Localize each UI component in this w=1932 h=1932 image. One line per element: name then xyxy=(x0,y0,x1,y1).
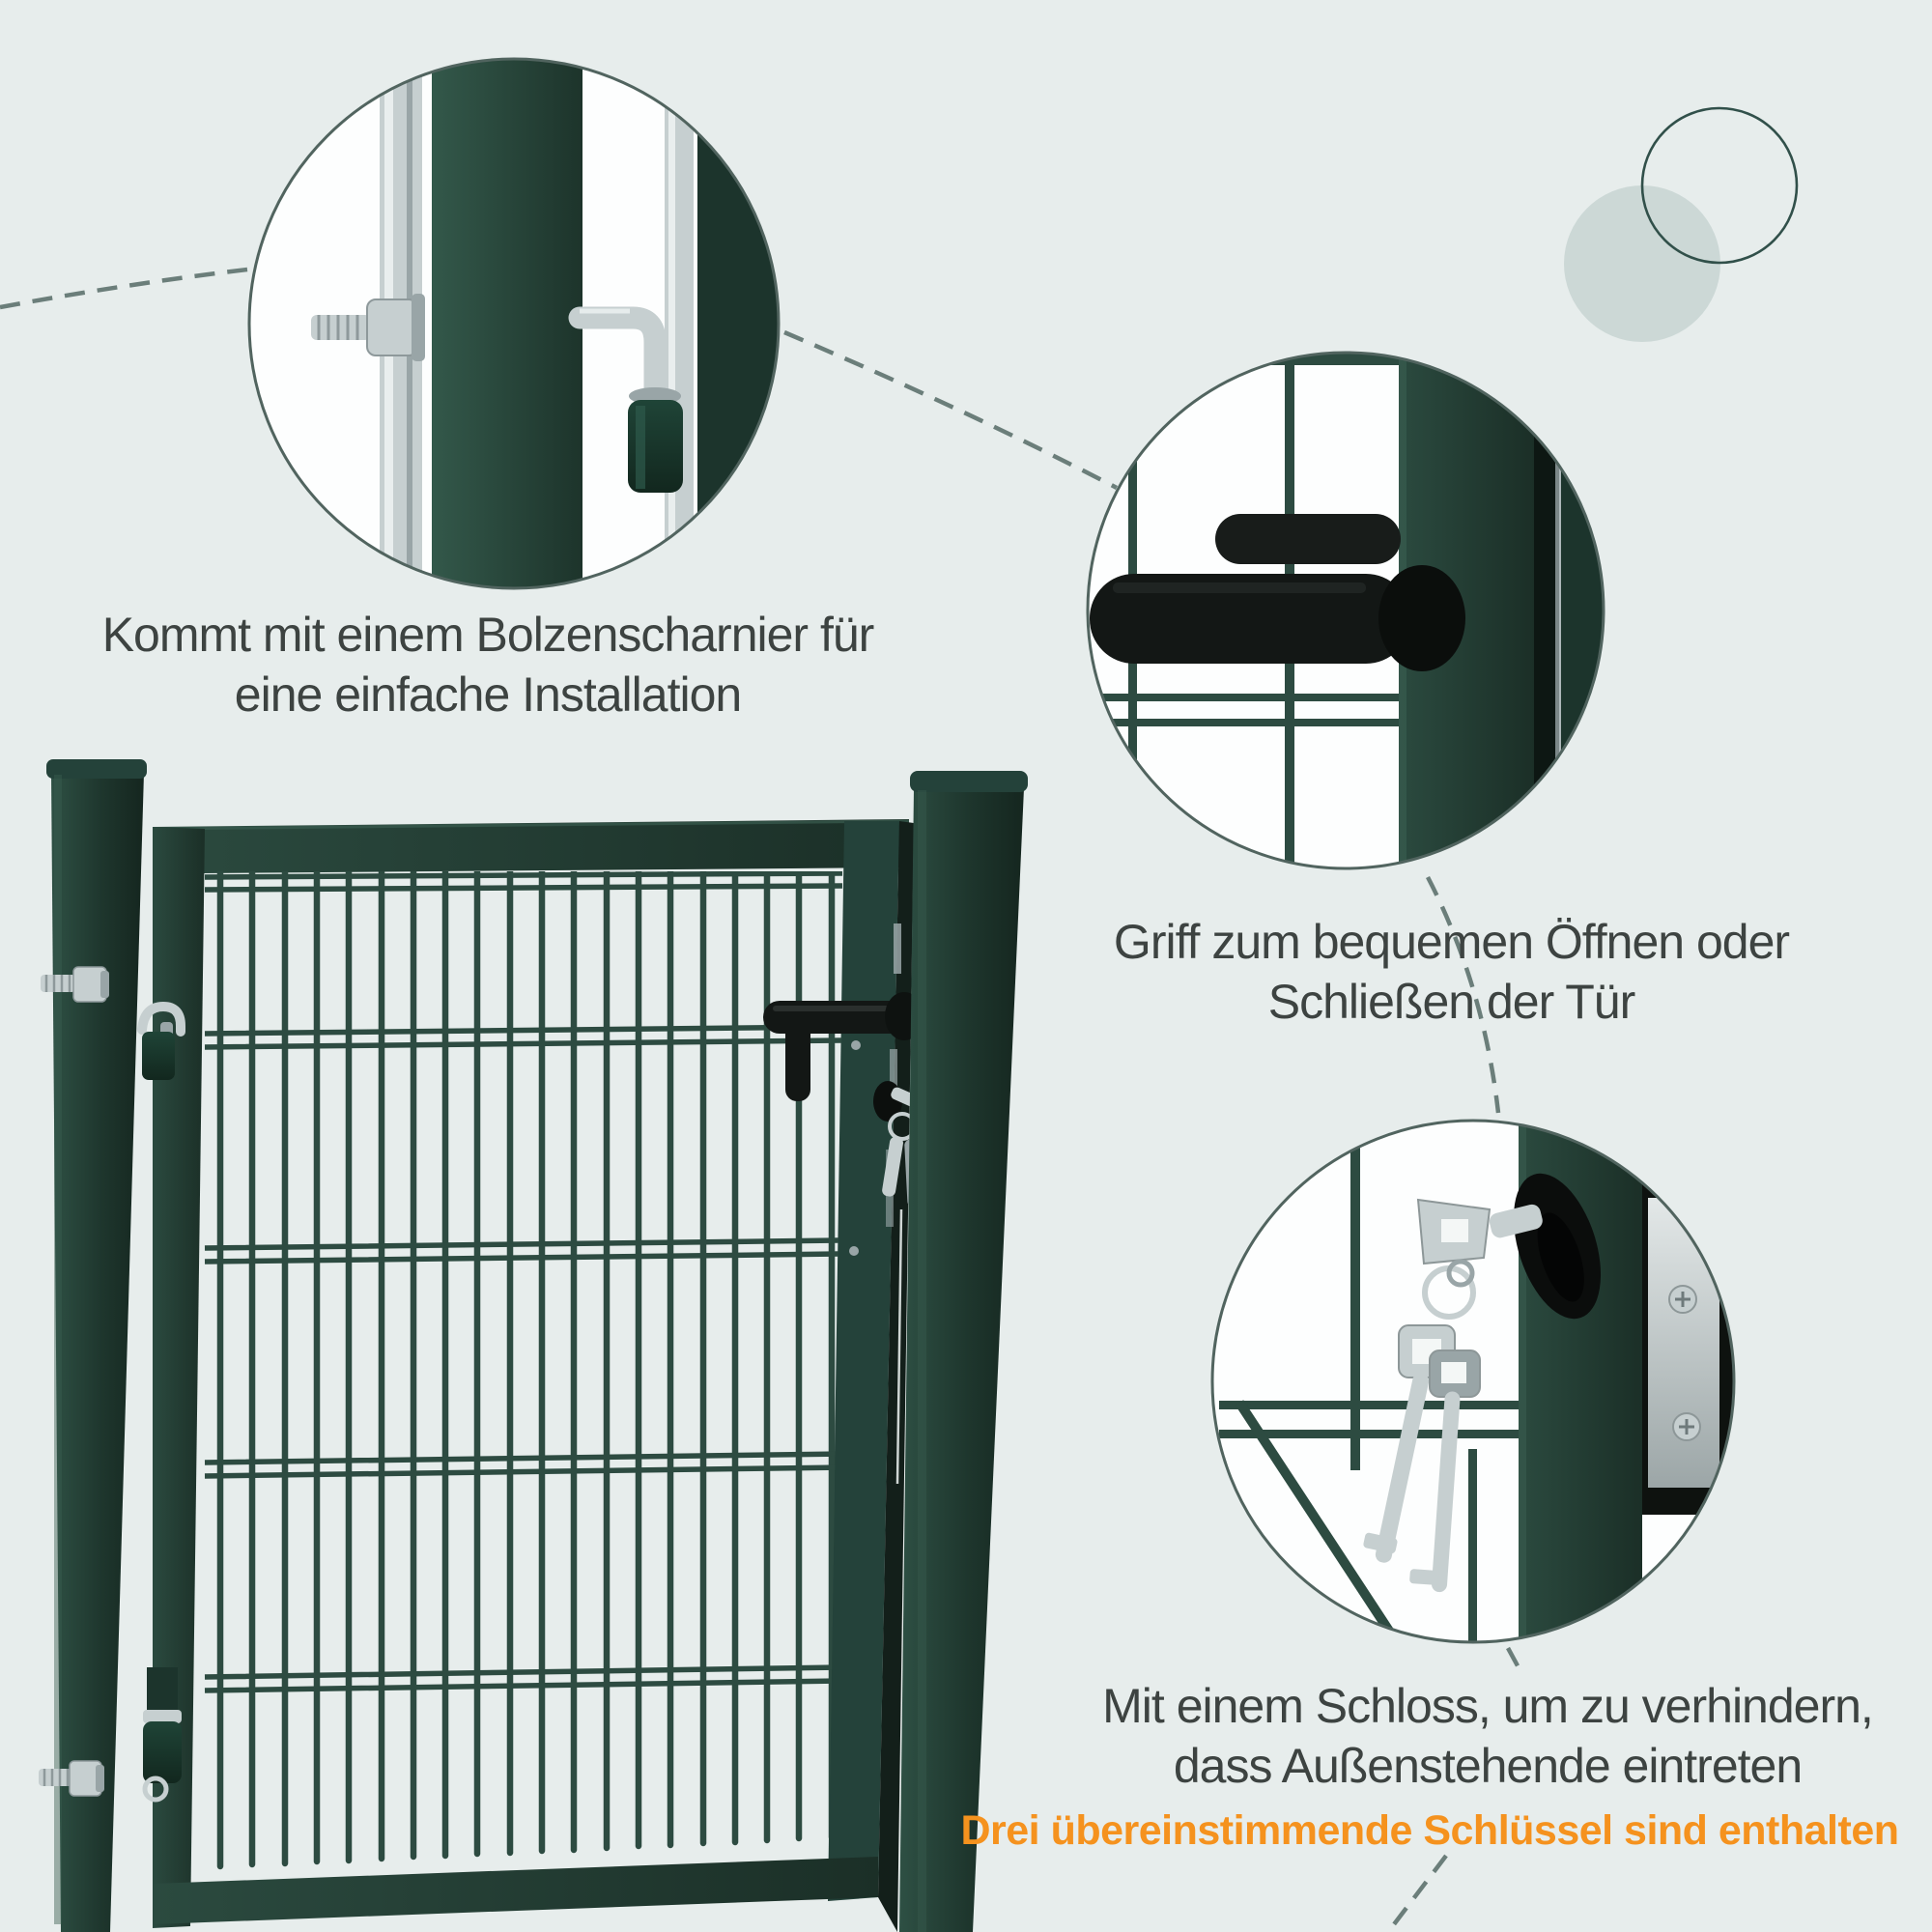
dashed-connector-highlight-to-bottom xyxy=(1386,1854,1448,1932)
dashed-connector-hinge-to-handle-circle xyxy=(783,329,1119,490)
gate-left-post xyxy=(46,759,147,1932)
hinge-closeup-pin xyxy=(568,306,683,493)
key-wire xyxy=(895,1208,903,1485)
dashed-connector-handle-to-lock-circle xyxy=(1426,875,1501,1114)
hinge-circle-ring xyxy=(247,57,781,590)
hinge-closeup-gate-post xyxy=(432,59,582,588)
gate-door-frame xyxy=(152,819,914,1932)
hinge-closeup-circle xyxy=(247,57,781,590)
gate-hinge-lower xyxy=(142,1667,182,1803)
caption-hinge-line1: Kommt mit einem Bolzenscharnier für xyxy=(101,608,875,662)
caption-lock: Mit einem Schloss, um zu verhindern, das… xyxy=(1038,1676,1932,1796)
gate-right-post xyxy=(899,771,1028,1932)
caption-hinge-line2: eine einfache Installation xyxy=(234,668,742,722)
handle-circle-ring xyxy=(1086,351,1605,870)
decorative-circles xyxy=(1564,106,1799,342)
highlight-note: Drei übereinstimmende Schlüssel sind ent… xyxy=(960,1807,1899,1854)
door-left-stile xyxy=(153,827,205,1928)
dashed-connectors xyxy=(0,267,1522,1932)
post-bolt-upper xyxy=(41,966,109,1003)
caption-handle: Griff zum bequemen Öffnen oder Schließen… xyxy=(1043,912,1860,1032)
decorative-circle-filled xyxy=(1564,185,1720,342)
door-bottom-rail xyxy=(154,1857,878,1924)
caption-handle-line1: Griff zum bequemen Öffnen oder xyxy=(1113,915,1790,969)
lock-closeup-keyhole xyxy=(1416,1173,1602,1320)
caption-handle-line2: Schließen der Tür xyxy=(1267,975,1635,1029)
gate-mesh-panel xyxy=(204,871,843,1870)
decorative-circle-outline xyxy=(1640,106,1799,265)
caption-hinge: Kommt mit einem Bolzenscharnier für eine… xyxy=(82,605,894,724)
door-top-rail xyxy=(153,819,909,873)
dashed-tick-lock-circle-to-caption xyxy=(1506,1646,1522,1673)
post-bolt-lower xyxy=(39,1760,104,1797)
dashed-connector-left-edge-to-hinge-circle xyxy=(0,267,248,310)
caption-lock-line2: dass Außenstehende eintreten xyxy=(1173,1739,1803,1793)
hinge-closeup-bolt xyxy=(311,294,425,361)
garden-gate-photo xyxy=(39,759,1028,1932)
caption-lock-line1: Mit einem Schloss, um zu verhindern, xyxy=(1102,1679,1874,1733)
handle-closeup-circle xyxy=(1086,351,1605,870)
gate-hinge-upper xyxy=(137,1001,185,1080)
handle-closeup-lever xyxy=(1090,514,1465,671)
lock-closeup-keys xyxy=(1363,1259,1481,1593)
lock-closeup-circle xyxy=(1210,1119,1736,1644)
lock-circle-ring xyxy=(1210,1119,1736,1644)
